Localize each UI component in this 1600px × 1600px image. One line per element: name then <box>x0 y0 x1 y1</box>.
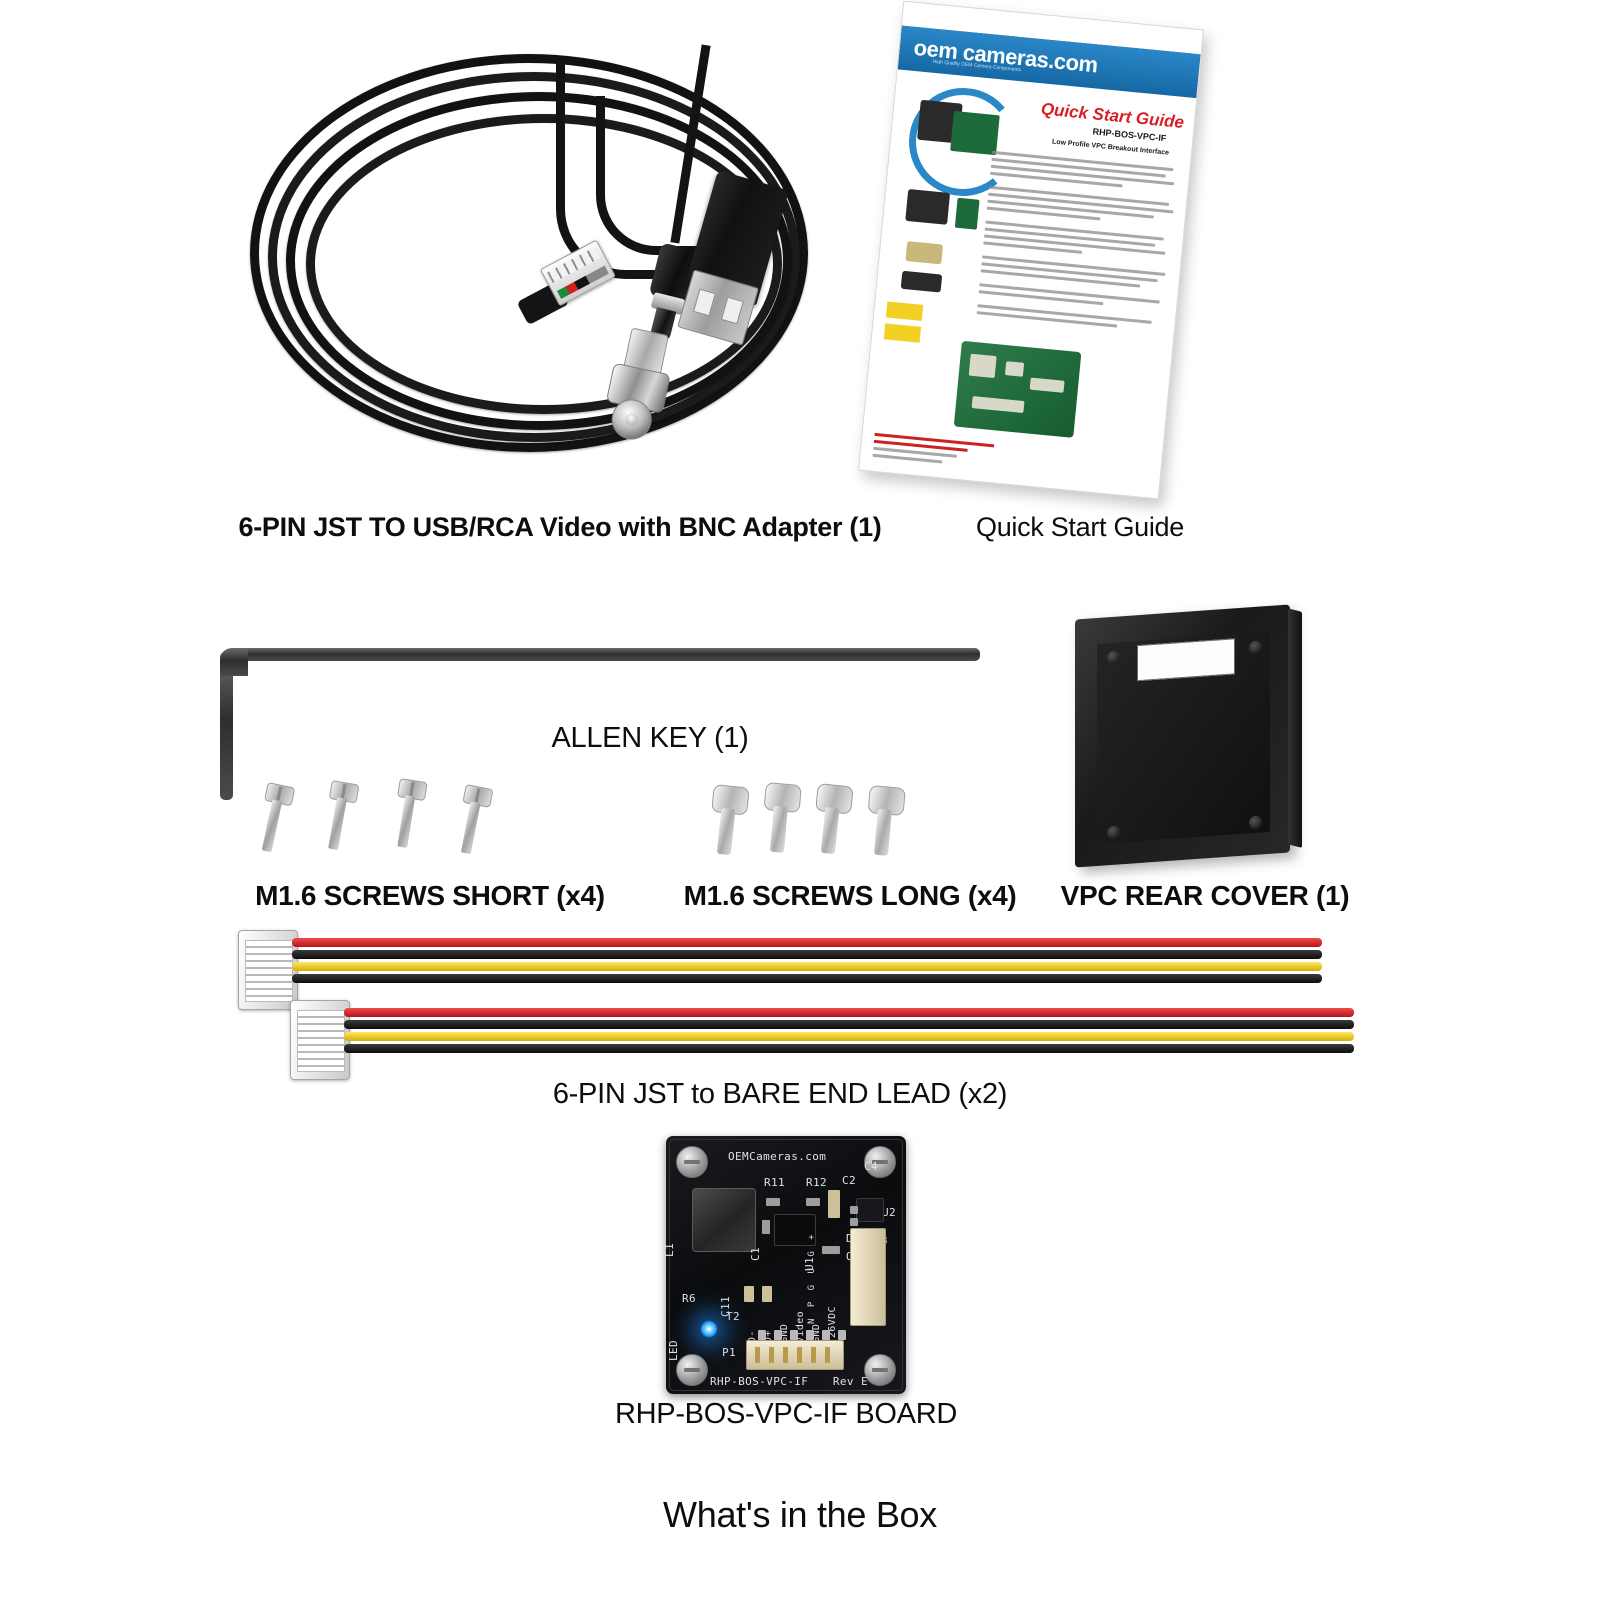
label-screws-long: M1.6 SCREWS LONG (x4) <box>683 880 1017 911</box>
screw-shaft <box>397 795 416 848</box>
pcb-pad <box>850 1206 858 1214</box>
guide-thumb-cable <box>900 270 943 293</box>
guide-thumb-highlight-2 <box>883 323 922 343</box>
cover-side-wall <box>1288 608 1302 848</box>
screw-shaft <box>873 808 892 856</box>
label-allen-key: ALLEN KEY (1) <box>551 722 749 754</box>
pcb-connector-P3 <box>850 1228 886 1326</box>
lead-wires <box>344 1006 1354 1070</box>
pcb-ref-P1: P1 <box>722 1346 737 1359</box>
allen-key-short-arm <box>220 652 233 800</box>
label-jst-bare-end-lead: 6-PIN JST to BARE END LEAD (x2) <box>552 1078 1008 1110</box>
pcb-chip-U2 <box>856 1198 884 1222</box>
pcb-standoff-screw <box>864 1354 896 1386</box>
pcb-ref-R11: R11 <box>764 1176 786 1189</box>
cover-connector-slot <box>1137 638 1235 682</box>
pcb-cap-aux <box>762 1286 772 1302</box>
pcb-standoff-screw <box>676 1354 708 1386</box>
jst-connector-housing <box>238 930 298 1010</box>
label-quick-start-guide: Quick Start Guide <box>976 512 1184 542</box>
guide-thumb-highlight-1 <box>885 301 924 321</box>
page-title: What's in the Box <box>663 1494 937 1535</box>
guide-board-diagram <box>953 340 1082 438</box>
pcb-pad <box>806 1198 820 1206</box>
wire-yellow <box>292 962 1322 971</box>
screw-shaft <box>769 805 788 853</box>
pcb-pad <box>762 1220 770 1234</box>
allen-key-bend <box>220 648 248 676</box>
quick-start-guide-image: oem cameras.com High Quality OEM Camera … <box>858 0 1204 500</box>
pcb-ref-LED: LED <box>667 1339 680 1361</box>
pcb-pin-pad <box>774 1330 782 1340</box>
pcb-brand-silkscreen: OEMCameras.com <box>728 1150 827 1163</box>
screw-shaft <box>820 806 840 855</box>
pcb-board-image: OEMCameras.com L1 R11 R12 C2 C4 U2 C1 U1… <box>663 1136 906 1394</box>
pcb-pad <box>850 1218 858 1226</box>
guide-brand: oem cameras.com <box>912 34 1099 78</box>
pcb-status-led <box>700 1320 718 1338</box>
pcb-pad <box>766 1198 780 1206</box>
guide-footer-lines <box>872 432 995 472</box>
allen-key-long-arm <box>228 648 980 661</box>
screws-long-image <box>711 780 942 880</box>
pcb-ref-L1: L1 <box>663 1242 676 1257</box>
screw-shaft <box>716 807 736 856</box>
pcb-pin-pad <box>822 1330 830 1340</box>
cable-branch <box>556 60 695 279</box>
pcb-pin-pad <box>758 1330 766 1340</box>
lead-wires <box>292 936 1322 1000</box>
cable-assembly-image <box>0 0 880 500</box>
wire-red <box>344 1008 1354 1017</box>
wire-red <box>292 938 1322 947</box>
pcb-ref-R12: R12 <box>806 1176 828 1189</box>
pcb-pin-pad <box>790 1330 798 1340</box>
screw-shaft <box>261 799 283 853</box>
pcb-standoff-screw <box>864 1146 896 1178</box>
guide-thumb-pcb-2 <box>954 197 980 230</box>
label-pcb-board: RHP-BOS-VPC-IF BOARD <box>614 1398 958 1430</box>
screw-shaft <box>328 797 347 851</box>
pcb-standoff-screw <box>676 1146 708 1178</box>
screws-short-image <box>260 778 530 878</box>
pcb-connector-P1 <box>746 1340 844 1370</box>
wire-black-lower <box>292 974 1322 983</box>
pcb-p3-pin-labels: N P G U G + <box>807 1231 818 1324</box>
guide-thumb-connector <box>905 241 944 265</box>
pcb-cap-C11 <box>744 1286 754 1302</box>
wire-black-lower <box>344 1044 1354 1053</box>
label-vpc-rear-cover: VPC REAR COVER (1) <box>1060 880 1350 911</box>
pcb-cap-C2 <box>828 1190 840 1218</box>
pcb-edge <box>669 1139 903 1391</box>
pcb-ref-C4: C4 <box>864 1160 879 1173</box>
wire-yellow <box>344 1032 1354 1041</box>
jst-connector-slots <box>297 1010 345 1072</box>
guide-body-text <box>976 150 1181 336</box>
pcb-ref-T2: T2 <box>726 1310 741 1323</box>
wire-black-upper <box>344 1020 1354 1029</box>
label-cable-assembly: 6-PIN JST TO USB/RCA Video with BNC Adap… <box>238 512 882 542</box>
jst-connector-slots <box>245 940 293 1002</box>
pcb-pin-pad <box>838 1330 846 1340</box>
guide-thumb-camera-2 <box>905 188 951 225</box>
pcb-ref-C1: C1 <box>749 1246 762 1261</box>
pcb-part-silkscreen: RHP-BOS-VPC-IF <box>710 1375 809 1388</box>
pcb-pad <box>822 1246 840 1254</box>
wire-black-upper <box>292 950 1322 959</box>
pcb-inductor-L1 <box>692 1188 756 1252</box>
pcb-ic-U1 <box>774 1214 816 1246</box>
guide-thumb-pcb-1 <box>950 110 1000 156</box>
pcb-pin-pad <box>806 1330 814 1340</box>
screw-shaft <box>460 801 481 855</box>
vpc-rear-cover-image <box>1075 604 1302 868</box>
pcb-ref-R6: R6 <box>682 1292 697 1305</box>
pcb-ref-C2: C2 <box>842 1174 857 1187</box>
pcb-revision-silkscreen: Rev E <box>832 1375 868 1388</box>
guide-header-bar: oem cameras.com High Quality OEM Camera … <box>897 25 1201 99</box>
allen-key-image <box>210 648 980 808</box>
pcb-ref-U2: U2 <box>882 1206 897 1219</box>
jst-connector-housing <box>290 1000 350 1080</box>
label-screws-short: M1.6 SCREWS SHORT (x4) <box>255 880 605 911</box>
cable-coil <box>240 48 840 478</box>
